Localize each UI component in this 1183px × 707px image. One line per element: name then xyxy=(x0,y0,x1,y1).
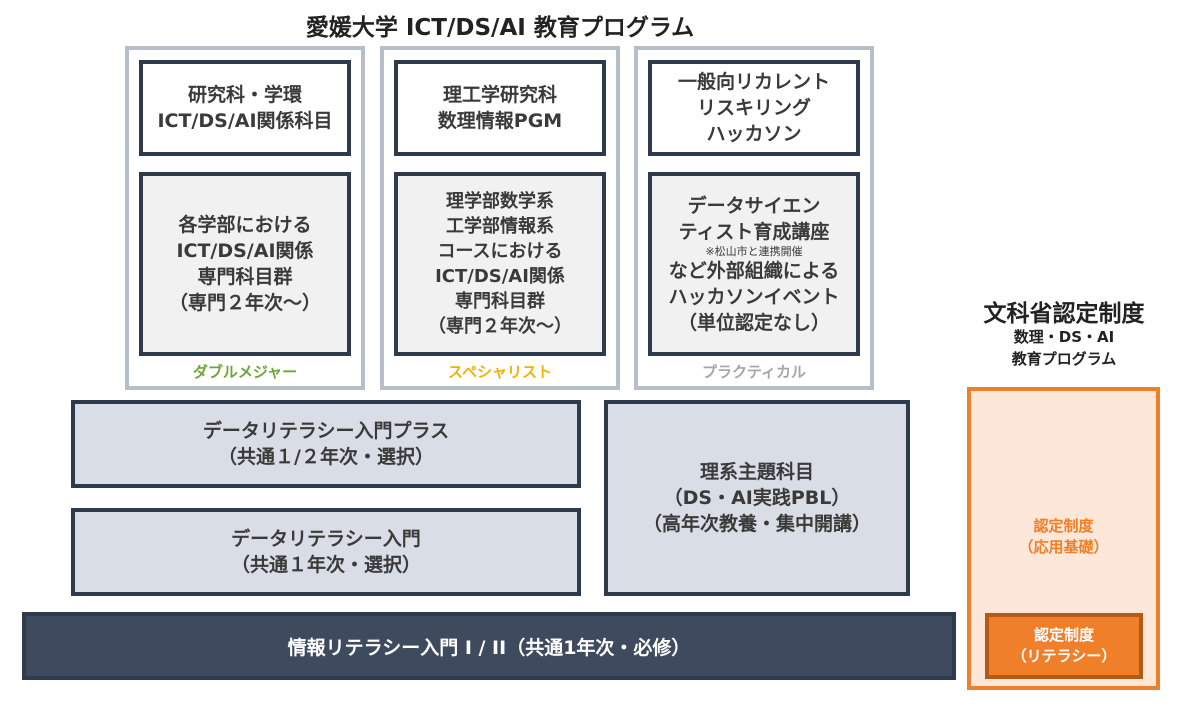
box-data-literacy-plus: データリテラシー入門プラス （共通１/２年次・選択） xyxy=(71,400,581,488)
box-data-literacy: データリテラシー入門 （共通１年次・選択） xyxy=(71,508,581,596)
matsuyama-note: ※松山市と連携開催 xyxy=(705,244,803,258)
hackathon-events-text: など外部組織による ハッカソンイベント （単位認定なし） xyxy=(668,259,840,334)
label-double-major: ダブルメジャー xyxy=(192,363,298,381)
box-recurrent-reskilling: 一般向リカレント リスキリング ハッカソン xyxy=(648,60,860,156)
box-faculty-ict-courses: 各学部における ICT/DS/AI関係 専門科目群 （専門２年次〜） xyxy=(139,172,351,356)
cert-literacy-level: 認定制度 （リテラシー） xyxy=(985,613,1143,679)
page-title: 愛媛大学 ICT/DS/AI 教育プログラム xyxy=(305,15,695,41)
box-math-info-pgm: 理工学研究科 数理情報PGM xyxy=(394,60,606,156)
label-practical: プラクティカル xyxy=(701,363,807,381)
box-science-engineering-courses: 理学部数学系 工学部情報系 コースにおける ICT/DS/AI関係 専門科目群 … xyxy=(394,172,606,356)
mext-subtitle-line2: 教育プログラム xyxy=(1011,350,1117,368)
data-scientist-course-title: データサイエン ティスト育成講座 xyxy=(678,194,830,243)
mext-subtitle-line1: 数理・DS・AI xyxy=(1013,328,1115,346)
box-info-literacy-intro: 情報リテラシー入門 I / II（共通1年次・必修） xyxy=(22,612,956,680)
label-specialist: スペシャリスト xyxy=(448,363,552,381)
box-graduate-ict-courses: 研究科・学環 ICT/DS/AI関係科目 xyxy=(139,60,351,156)
mext-title: 文科省認定制度 xyxy=(983,301,1145,327)
cert-applied-basics: 認定制度 （応用基礎） xyxy=(1018,517,1109,556)
box-data-scientist-course: データサイエン ティスト育成講座 ※松山市と連携開催 など外部組織による ハッカ… xyxy=(648,172,860,356)
box-science-theme-courses: 理系主題科目 （DS・AI実践PBL） （高年次教養・集中開講） xyxy=(604,400,910,596)
